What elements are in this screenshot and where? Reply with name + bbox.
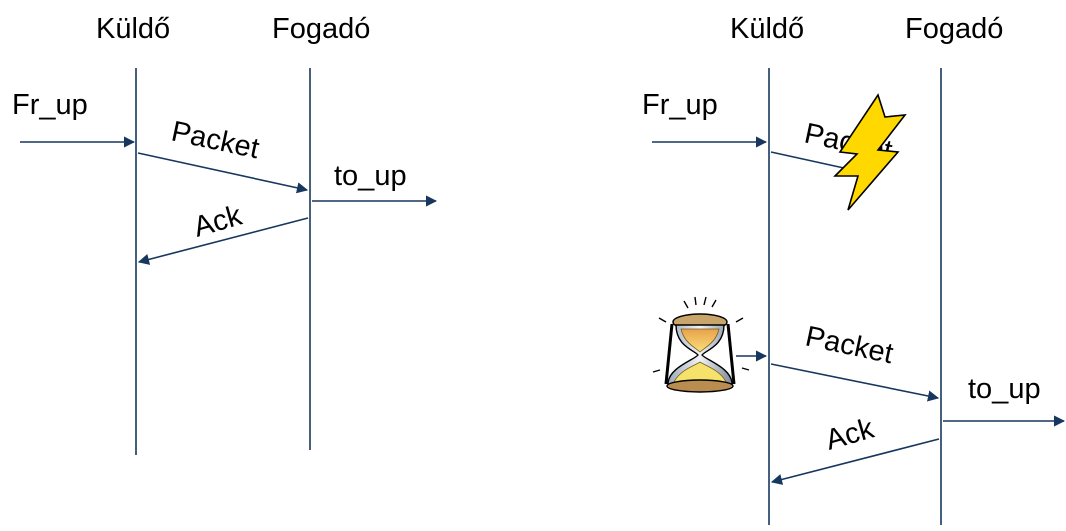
left-diagram: Küldő Fogadó Fr_up Packet to_up Ack [12,13,438,455]
left-sender-title: Küldő [96,13,170,45]
left-input-label: Fr_up [12,89,88,121]
right-resent-packet-arrow [770,363,940,402]
left-packet-label: Packet [169,116,262,166]
right-input-label: Fr_up [642,89,718,121]
right-sender-title: Küldő [730,13,804,45]
left-packet-arrow [137,152,309,194]
right-diagram: Küldő Fogadó Fr_up Packet [642,13,1066,525]
right-resent-packet-label: Packet [803,321,896,371]
right-output-label: to_up [968,373,1041,405]
left-receiver-title: Fogadó [272,13,370,45]
right-ack-label: Ack [822,413,878,457]
right-receiver-title: Fogadó [905,13,1003,45]
right-ack-arrow [770,438,940,485]
left-output-label: to_up [334,160,407,192]
left-ack-arrow [137,217,309,265]
lightning-icon [833,93,907,211]
hourglass-icon [652,296,750,393]
